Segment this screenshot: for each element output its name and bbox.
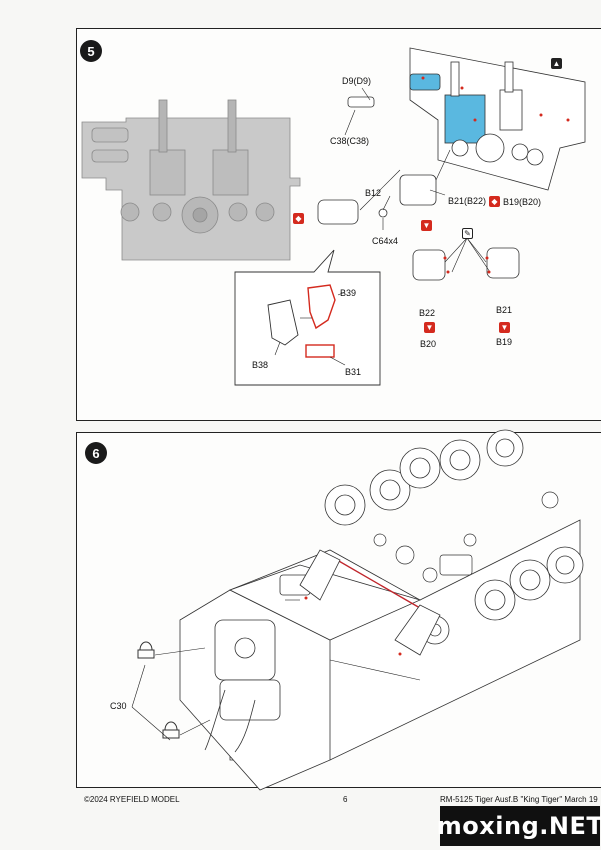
label-b21: B21: [496, 305, 513, 315]
watermark-logo: moxing.NET: [437, 806, 601, 846]
road-wheels: [324, 429, 584, 645]
page-number: 6: [343, 795, 348, 804]
label-b19-b20: B19(B20): [503, 197, 542, 207]
label-b39: B39: [340, 288, 357, 298]
glue-points: [421, 76, 570, 274]
step-6-badge: 6: [85, 442, 107, 464]
rear-plate-parts: [204, 619, 281, 753]
label-d9: D9(D9): [342, 76, 372, 86]
brush-icon: ✎: [462, 228, 473, 239]
leader-lines: [344, 87, 491, 273]
label-b38: B38: [252, 360, 269, 370]
copyright-text: ©2024 RYEFIELD MODEL: [84, 795, 180, 804]
glue-points-6: [304, 596, 402, 656]
label-c64: C64x4: [372, 236, 399, 246]
hull-top-details: [373, 491, 559, 583]
hull-rear-lineart: [409, 47, 586, 191]
cut-icon: ▼: [421, 220, 432, 231]
suspension-arms: [299, 549, 441, 656]
label-b22: B22: [419, 308, 436, 318]
label-b21-b22: B21(B22): [448, 196, 487, 206]
cut-icon: ▼: [499, 322, 510, 333]
label-b31: B31: [345, 367, 362, 377]
label-c38: C38(C38): [330, 136, 370, 146]
label-c30: C30: [110, 701, 127, 711]
label-b19: B19: [496, 337, 513, 347]
detail-callout: [234, 249, 381, 386]
rotate-icon: ▲: [551, 58, 562, 69]
hull-rear-render: [81, 99, 301, 261]
placement-line: [324, 552, 421, 609]
step-5-badge: 5: [80, 40, 102, 62]
tow-shackles: [137, 641, 180, 739]
label-b20: B20: [420, 339, 437, 349]
leader-lines-6: [131, 599, 421, 741]
label-b12: B12: [365, 188, 382, 198]
cut-icon: ▼: [424, 322, 435, 333]
product-title: RM-5125 Tiger Ausf.B "King Tiger" March …: [440, 795, 598, 804]
flip-icon: ◆: [489, 196, 500, 207]
flip-icon: ◆: [293, 213, 304, 224]
exploded-parts: [317, 96, 520, 281]
